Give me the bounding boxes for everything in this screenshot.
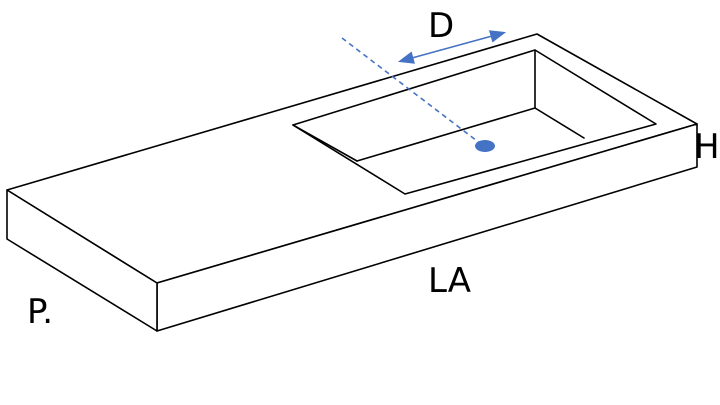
basin-rim [292,49,657,195]
depth-dimension-arrow [397,30,507,64]
length-label: LA [428,261,471,301]
drain-axis-dashed-line [341,37,482,145]
basin-side-wall-edge [292,124,358,162]
slab-left-face [6,189,158,332]
width-label: P. [27,292,53,332]
height-label: H [694,127,720,167]
drain-hole [475,140,495,152]
depth-label: D [428,6,454,46]
basin-floor-edge [356,107,536,162]
